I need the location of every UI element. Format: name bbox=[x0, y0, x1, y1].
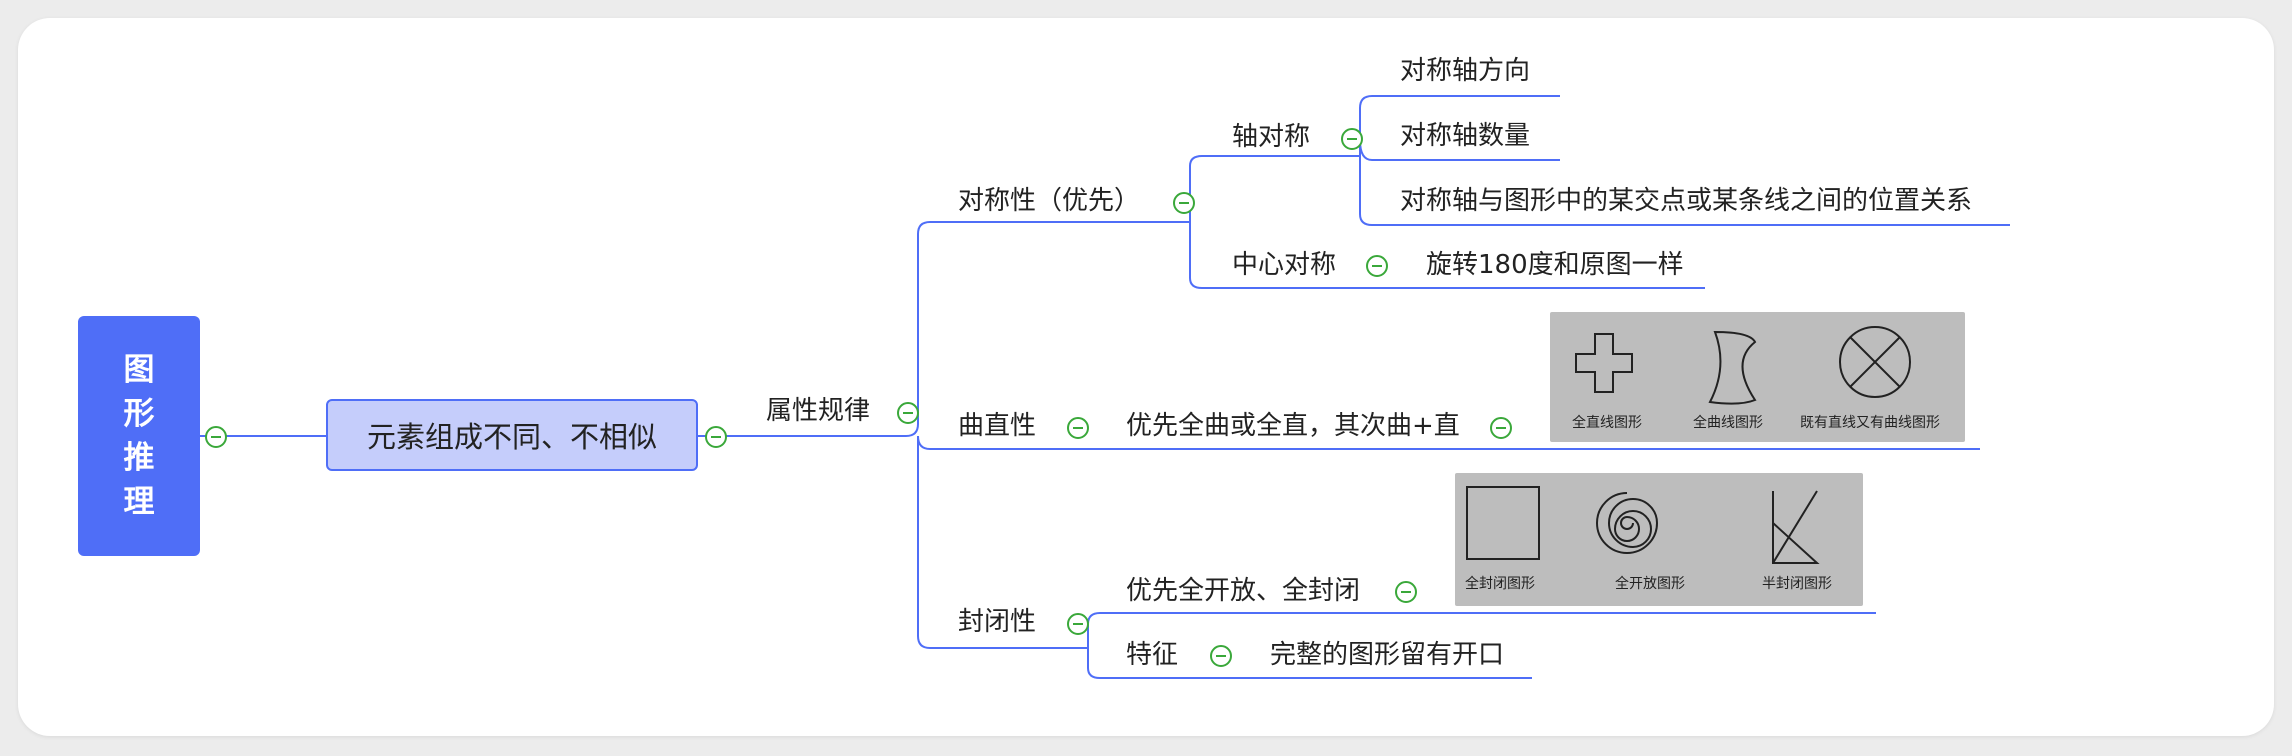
circle-x-shape-icon bbox=[1839, 326, 1911, 398]
connector-axial-relation bbox=[1359, 140, 2010, 226]
connector-axial bbox=[1189, 155, 1360, 204]
node-closure-priority[interactable]: 优先全开放、全封闭 bbox=[1126, 576, 1361, 606]
caption-open: 全开放图形 bbox=[1615, 576, 1685, 592]
curvature-shapes bbox=[1575, 326, 1911, 405]
spiral-icon bbox=[1596, 492, 1659, 554]
connector-central bbox=[1189, 204, 1705, 289]
collapse-icon-feature[interactable] bbox=[1210, 645, 1232, 667]
node-axis-direction[interactable]: 对称轴方向 bbox=[1400, 56, 1531, 86]
connector-axial-items bbox=[1359, 95, 1560, 140]
circle-x-lines bbox=[1849, 336, 1901, 388]
root-char-3: 推 bbox=[123, 440, 155, 476]
collapse-icon-axial[interactable] bbox=[1341, 128, 1363, 150]
node-feature[interactable]: 特征 bbox=[1126, 640, 1179, 670]
node-axial-symmetry[interactable]: 轴对称 bbox=[1232, 122, 1311, 152]
caption-closed: 全封闭图形 bbox=[1465, 576, 1535, 592]
node-central-symmetry[interactable]: 中心对称 bbox=[1232, 250, 1337, 280]
closed-square-icon bbox=[1466, 486, 1540, 560]
collapse-icon-symmetry[interactable] bbox=[1173, 192, 1195, 214]
node-rotate-180[interactable]: 旋转180度和原图一样 bbox=[1426, 250, 1684, 280]
connector-trunk bbox=[905, 221, 1190, 437]
caption-all-curved: 全曲线图形 bbox=[1693, 415, 1763, 431]
cross-shape-icon bbox=[1575, 333, 1633, 393]
curvature-example-image: 全直线图形 全曲线图形 既有直线又有曲线图形 bbox=[1550, 312, 1965, 442]
closure-shapes bbox=[1466, 486, 1820, 564]
collapse-icon-curvature[interactable] bbox=[1067, 417, 1089, 439]
node-closure[interactable]: 封闭性 bbox=[958, 607, 1037, 637]
node-axis-relation[interactable]: 对称轴与图形中的某交点或某条线之间的位置关系 bbox=[1400, 186, 1973, 216]
connector-closure-feature bbox=[1087, 624, 1532, 679]
collapse-icon-root[interactable] bbox=[205, 426, 227, 448]
curved-shape-icon bbox=[1708, 330, 1757, 405]
node-attribute-rules[interactable]: 属性规律 bbox=[766, 396, 871, 426]
caption-all-straight: 全直线图形 bbox=[1572, 415, 1642, 431]
collapse-icon-l1[interactable] bbox=[705, 426, 727, 448]
root-char-2: 形 bbox=[123, 396, 155, 432]
half-closed-icon bbox=[1772, 490, 1820, 564]
caption-half-closed: 半封闭图形 bbox=[1762, 576, 1832, 592]
node-curvature-priority[interactable]: 优先全曲或全直，其次曲+直 bbox=[1126, 411, 1460, 441]
node-symmetry[interactable]: 对称性（优先） bbox=[958, 186, 1141, 216]
connector-closure bbox=[917, 436, 1088, 649]
node-curvature[interactable]: 曲直性 bbox=[958, 411, 1037, 441]
root-node[interactable]: 图 形 推 理 bbox=[78, 316, 200, 556]
collapse-icon-curvature-item[interactable] bbox=[1490, 417, 1512, 439]
node-axis-count[interactable]: 对称轴数量 bbox=[1400, 121, 1531, 151]
root-char-4: 理 bbox=[123, 484, 155, 520]
node-gap-feature[interactable]: 完整的图形留有开口 bbox=[1270, 640, 1505, 670]
collapse-icon-l2[interactable] bbox=[897, 402, 919, 424]
collapse-icon-closure[interactable] bbox=[1067, 613, 1089, 635]
collapse-icon-central[interactable] bbox=[1366, 255, 1388, 277]
caption-mixed: 既有直线又有曲线图形 bbox=[1800, 415, 1940, 431]
connector-closure-open bbox=[1087, 612, 1876, 625]
node-element-composition[interactable]: 元素组成不同、不相似 bbox=[326, 399, 698, 471]
root-char-1: 图 bbox=[123, 352, 155, 388]
closure-example-image: 全封闭图形 全开放图形 半封闭图形 bbox=[1455, 473, 1863, 606]
collapse-icon-closure-item[interactable] bbox=[1395, 581, 1417, 603]
